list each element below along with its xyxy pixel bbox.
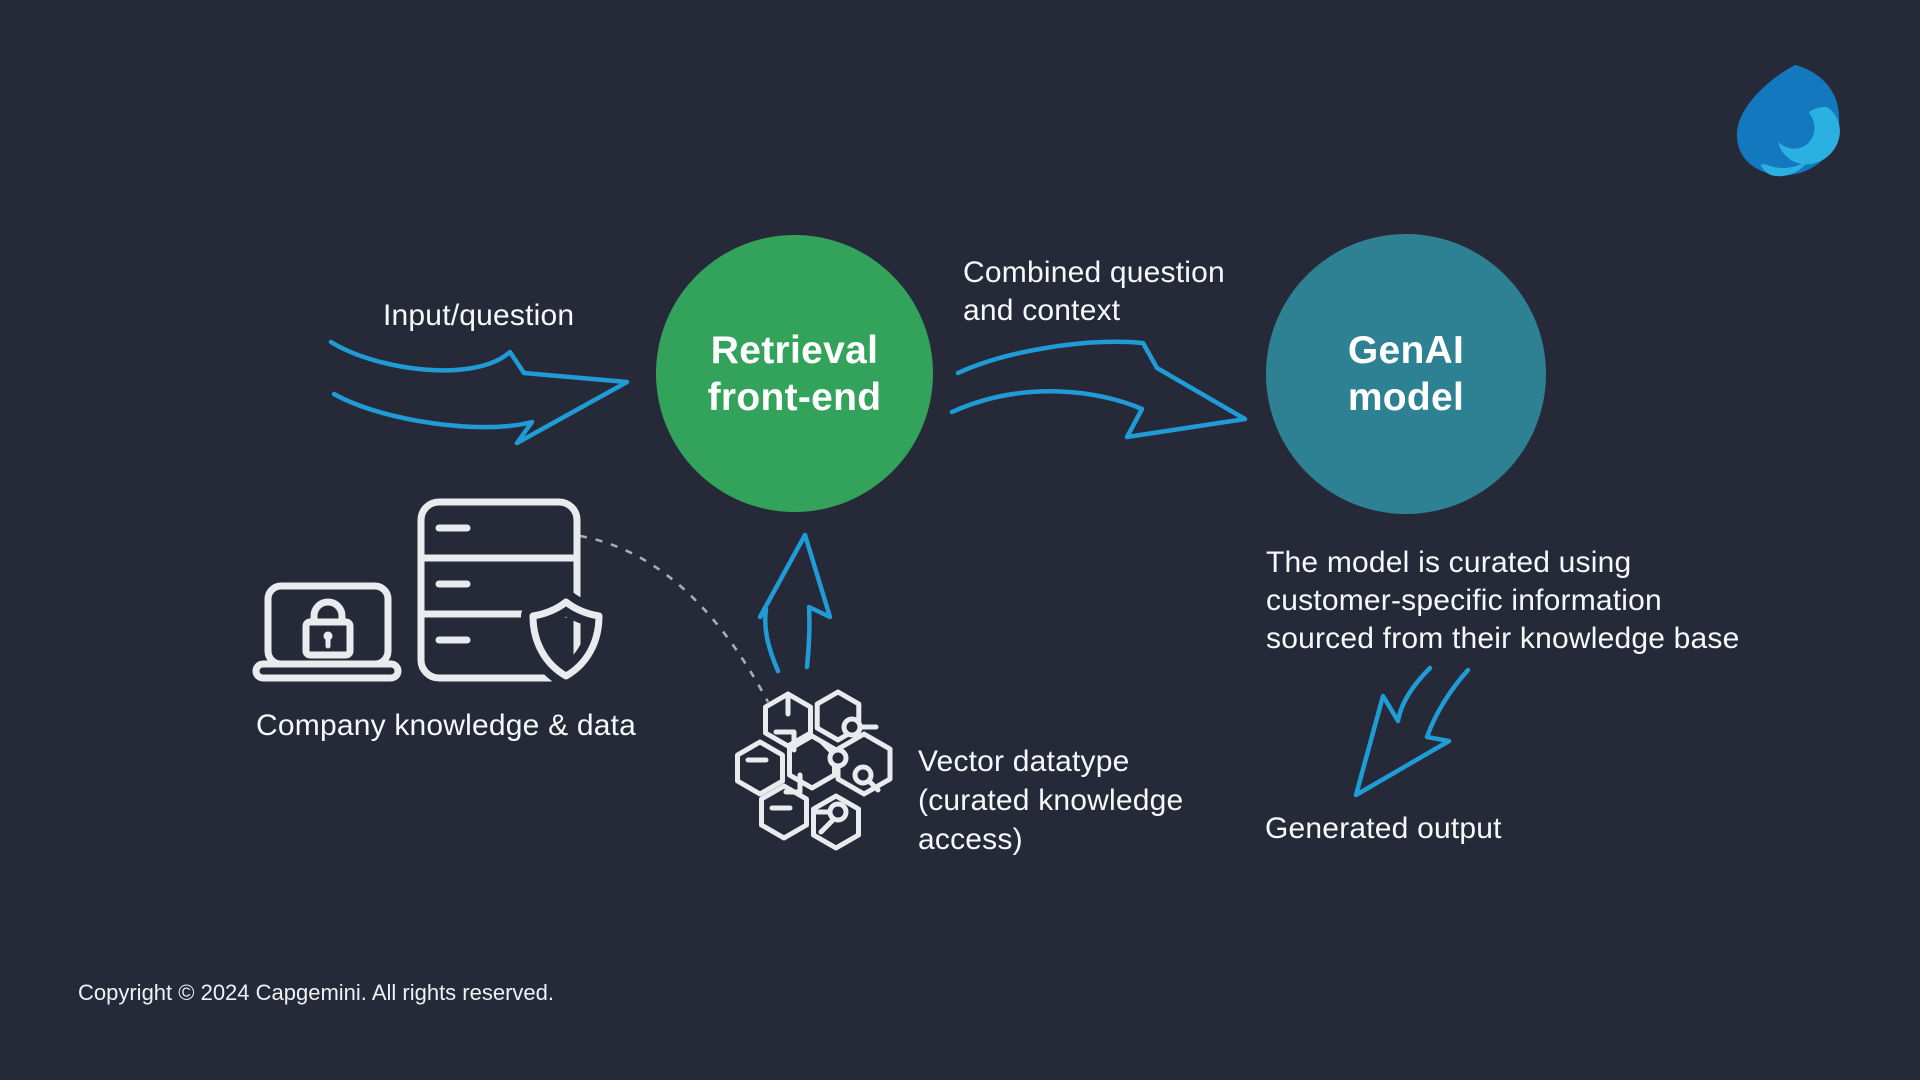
retrieval-node-label-line1: Retrieval (710, 328, 879, 372)
model-note-line2: customer-specific information (1266, 584, 1662, 617)
combined-question-label-line2: and context (963, 294, 1121, 327)
genai-node: GenAI model (1266, 234, 1546, 514)
vector-up-arrow-path (757, 532, 833, 674)
brain-circuit-nodes (827, 716, 874, 823)
combined-question-label: Combined question and context (963, 254, 1225, 330)
copyright-text: Copyright © 2024 Capgemini. All rights r… (78, 980, 554, 1005)
company-knowledge-label: Company knowledge & data (256, 709, 637, 742)
circuit-brain-icon (735, 689, 893, 851)
dashed-connector (579, 534, 770, 703)
dashed-connector-path (579, 534, 770, 703)
database-server-icon (417, 498, 581, 682)
lock-body (302, 618, 354, 659)
genai-node-label-line2: model (1347, 376, 1465, 419)
vector-datatype-label: Vector datatype (curated knowledge acces… (918, 742, 1183, 859)
lock-shackle (310, 598, 346, 626)
laptop-base (252, 660, 402, 682)
model-note-line1: The model is curated using (1266, 546, 1632, 579)
input-arrow-path (328, 339, 630, 446)
combined-arrow-path (949, 339, 1248, 440)
generated-output-label: Generated output (1265, 812, 1502, 845)
vector-up-arrow (757, 532, 833, 674)
brain-hex-cluster (735, 689, 893, 851)
combined-arrow (949, 339, 1248, 440)
genai-node-label-line1: GenAI (1347, 329, 1465, 372)
model-note-line3: sourced from their knowledge base (1266, 622, 1740, 655)
generated-output-arrow-path (1353, 665, 1471, 798)
model-note-text: The model is curated using customer-spec… (1266, 544, 1740, 658)
vector-datatype-label-line1: Vector datatype (918, 745, 1130, 778)
combined-question-label-line1: Combined question (963, 256, 1225, 289)
retrieval-node: Retrieval front-end (656, 235, 933, 512)
secure-laptop-icon (252, 582, 402, 682)
logo-comma-shape (1778, 107, 1840, 165)
input-arrow (328, 339, 630, 446)
vector-datatype-label-line3: access) (918, 823, 1023, 856)
shield-outline (529, 598, 603, 680)
input-question-label: Input/question (383, 299, 575, 332)
capgemini-spade-logo (1736, 64, 1840, 177)
server-cabinet (417, 498, 581, 682)
retrieval-node-label-line2: front-end (707, 375, 882, 419)
logo-tail-shape (1760, 159, 1809, 177)
generated-output-arrow (1353, 665, 1471, 798)
shield-icon (521, 590, 611, 688)
vector-datatype-label-line2: (curated knowledge (918, 784, 1184, 817)
